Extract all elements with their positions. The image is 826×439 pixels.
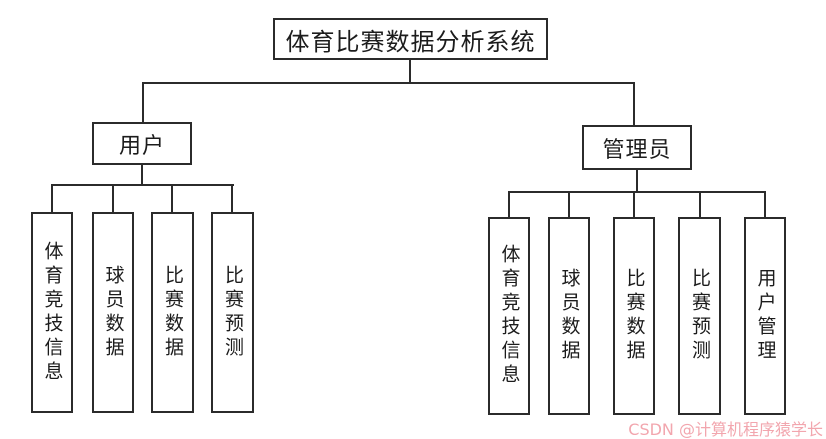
leaf-admin-match-data: 比赛数据 xyxy=(613,217,655,415)
connector-admin-leaf3-drop xyxy=(633,191,635,218)
connector-user-leaf2-drop xyxy=(112,184,114,213)
connector-admin-leaf5-drop xyxy=(764,191,766,218)
branch-node-admin: 管理员 xyxy=(582,125,692,170)
connector-root-stem xyxy=(409,60,411,84)
leaf-label: 比赛预测 xyxy=(689,268,711,364)
connector-admin-stem xyxy=(636,168,638,193)
connector-user-drop xyxy=(142,82,144,122)
branch-node-user-label: 用户 xyxy=(118,133,165,159)
connector-admin-leaf4-drop xyxy=(699,191,701,218)
connector-user-leaf4-drop xyxy=(231,184,233,213)
csdn-watermark: CSDN @计算机程序猿学长 xyxy=(628,420,823,439)
leaf-label: 球员数据 xyxy=(102,264,125,361)
connector-user-stem xyxy=(141,164,143,186)
connector-user-leaf3-drop xyxy=(171,184,173,213)
leaf-label: 用户管理 xyxy=(754,268,777,364)
branch-node-user: 用户 xyxy=(92,122,192,165)
leaf-admin-user-management: 用户管理 xyxy=(744,217,786,415)
leaf-admin-match-prediction: 比赛预测 xyxy=(678,217,721,415)
leaf-label: 比赛数据 xyxy=(162,264,184,361)
connector-admin-leaf1-drop xyxy=(508,191,510,218)
branch-node-admin-label: 管理员 xyxy=(602,137,672,163)
leaf-label: 比赛预测 xyxy=(222,264,244,361)
leaf-admin-sports-info: 体育竞技信息 xyxy=(488,217,530,415)
leaf-user-match-prediction: 比赛预测 xyxy=(211,212,254,413)
root-node-system-title: 体育比赛数据分析系统 xyxy=(273,18,548,60)
connector-admin-horizontal xyxy=(508,191,766,193)
leaf-label: 比赛数据 xyxy=(623,268,646,364)
root-node-label: 体育比赛数据分析系统 xyxy=(285,27,536,56)
leaf-label: 体育竞技信息 xyxy=(41,240,64,385)
connector-top-horizontal xyxy=(142,82,635,84)
connector-user-horizontal xyxy=(51,184,234,186)
connector-admin-drop xyxy=(633,82,635,126)
leaf-user-match-data: 比赛数据 xyxy=(151,212,194,413)
leaf-user-sports-info: 体育竞技信息 xyxy=(31,212,73,413)
leaf-user-player-data: 球员数据 xyxy=(92,212,134,413)
leaf-label: 体育竞技信息 xyxy=(498,244,521,388)
connector-user-leaf1-drop xyxy=(51,184,53,213)
leaf-label: 球员数据 xyxy=(558,268,581,364)
connector-admin-leaf2-drop xyxy=(568,191,570,218)
leaf-admin-player-data: 球员数据 xyxy=(548,217,590,415)
